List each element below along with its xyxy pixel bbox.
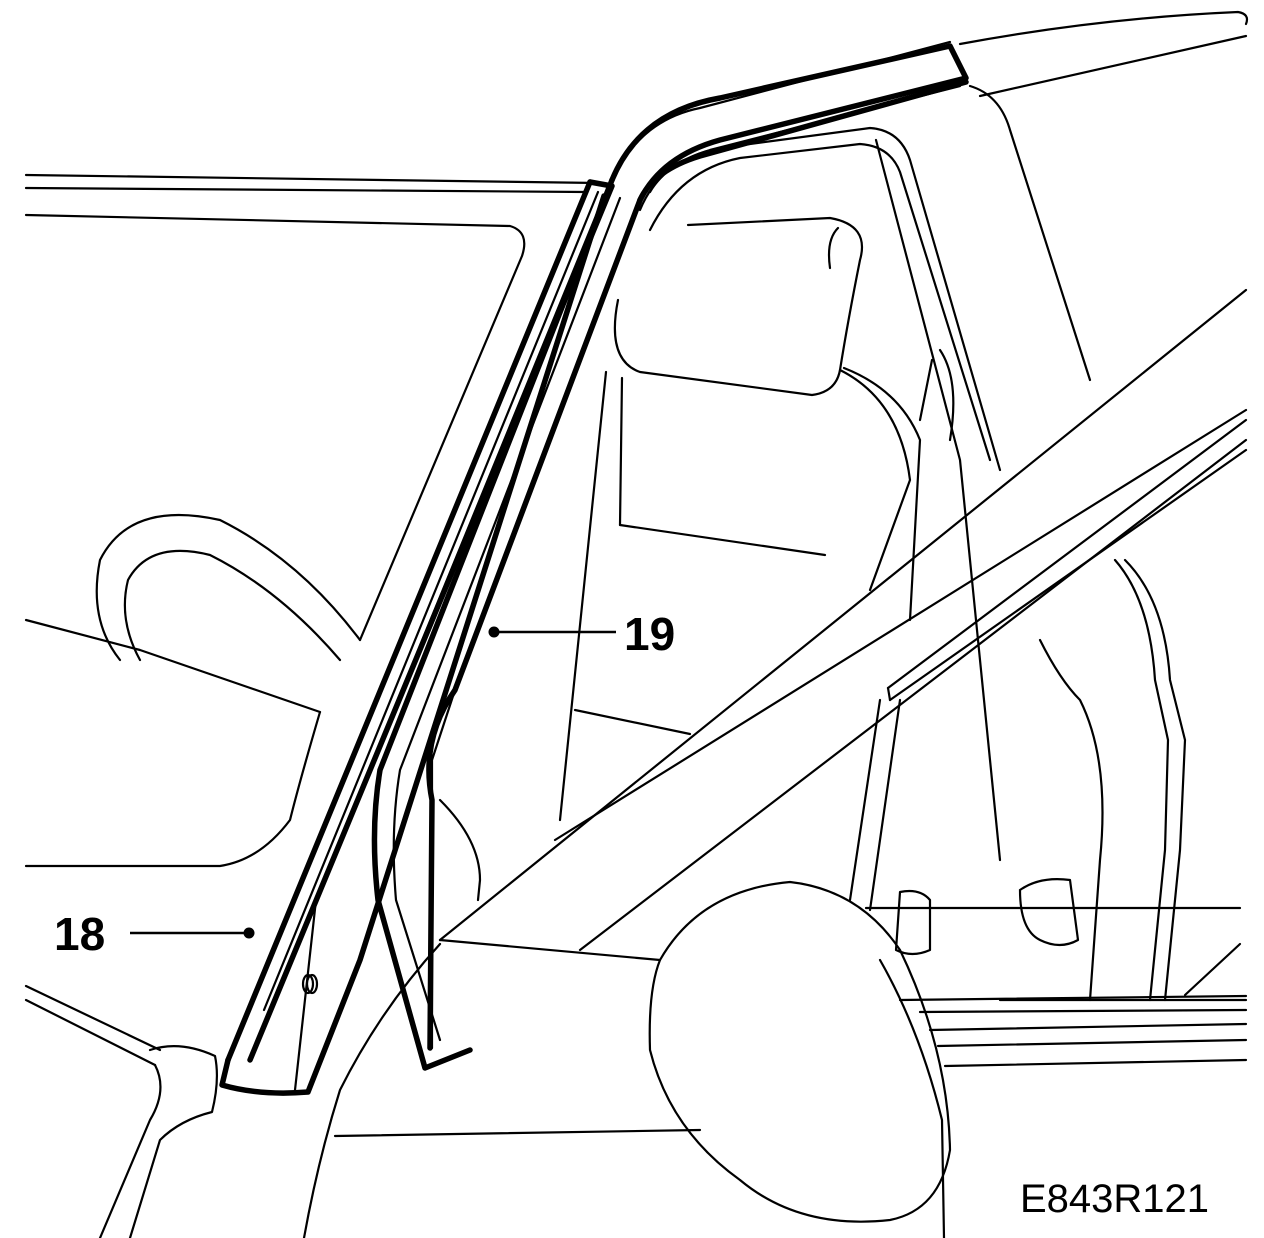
callout-19-label: 19	[624, 608, 675, 660]
door-opening	[638, 126, 1002, 862]
door-sill	[898, 994, 1248, 1068]
roof-outline	[610, 10, 1249, 382]
door-top-rail	[438, 288, 1248, 952]
steering-wheel	[95, 513, 362, 662]
front-seat	[558, 216, 955, 822]
windshield-frame	[24, 173, 600, 642]
dashboard	[24, 618, 482, 1238]
rear-door-area	[864, 558, 1248, 1002]
a-pillar-seal-18	[219, 179, 615, 1096]
figure-code: E843R121	[1020, 1177, 1209, 1221]
callout-19: 19	[488, 608, 675, 660]
callout-18-label: 18	[54, 908, 105, 960]
side-mirror	[302, 880, 952, 1238]
callout-18: 18	[54, 908, 255, 960]
